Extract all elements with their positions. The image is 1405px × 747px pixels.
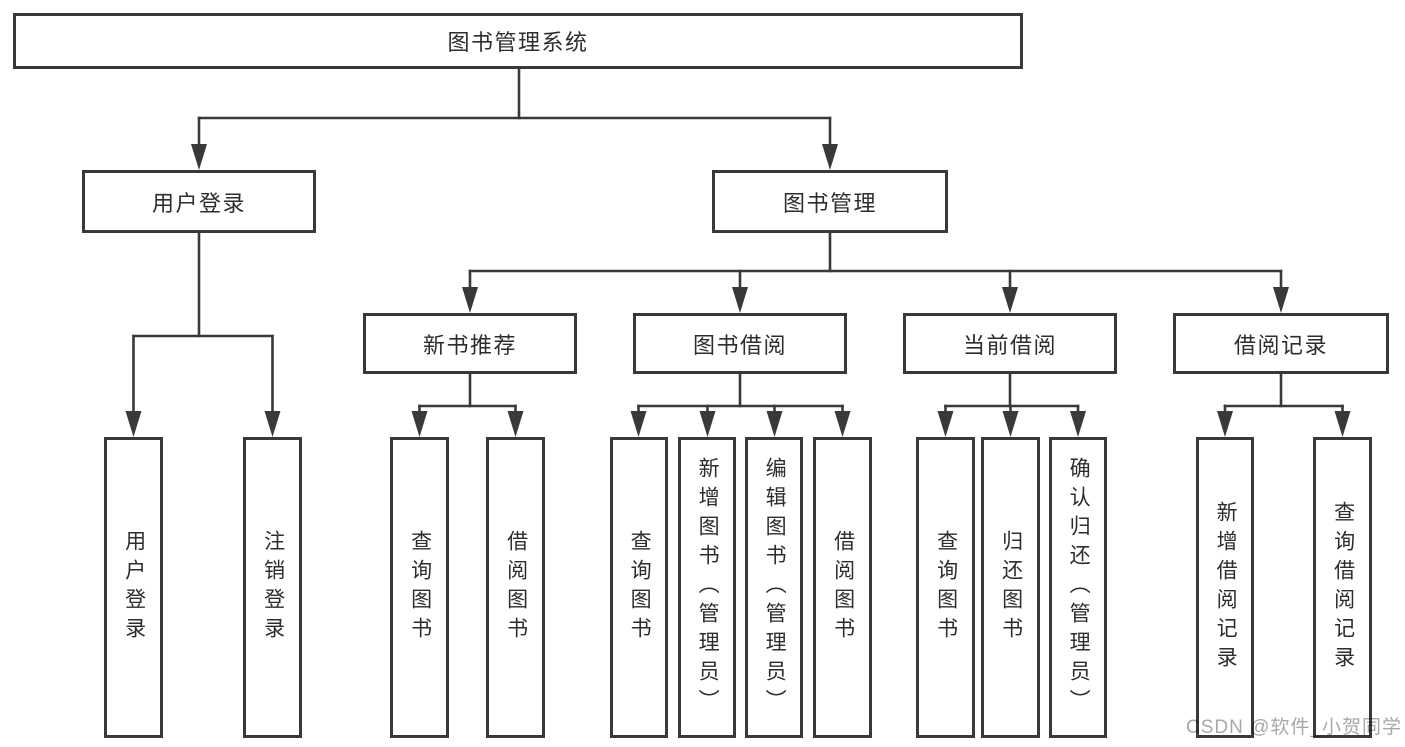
leaf-add-books-admin: 新增图书（管理员） [678,437,736,738]
leaf-borrow-books-2-label: 借阅图书 [831,529,855,646]
leaf-user-login-label: 用户登录 [122,529,146,646]
node-root: 图书管理系统 [13,13,1023,69]
node-new-book-recommend: 新书推荐 [363,313,577,374]
node-book-borrow: 图书借阅 [633,313,847,374]
node-book-management: 图书管理 [712,170,948,233]
leaf-query-books-3: 查询图书 [916,437,975,738]
leaf-borrow-books-1: 借阅图书 [486,437,545,738]
leaf-query-books-1: 查询图书 [390,437,449,738]
leaf-edit-books-admin-label: 编辑图书（管理员） [763,457,787,718]
node-root-label: 图书管理系统 [447,30,589,55]
leaf-confirm-return-admin: 确认归还（管理员） [1049,437,1107,738]
leaf-add-borrow-record: 新增借阅记录 [1196,437,1254,738]
leaf-logout-label: 注销登录 [261,529,285,646]
leaf-logout: 注销登录 [243,437,302,738]
node-book-borrow-label: 图书借阅 [692,332,787,358]
leaf-add-borrow-record-label: 新增借阅记录 [1214,500,1238,675]
leaf-borrow-books-2: 借阅图书 [813,437,872,738]
csdn-watermark: CSDN @软件_小贺同学 [1186,717,1402,738]
node-user-login: 用户登录 [82,170,316,233]
leaf-query-books-3-label: 查询图书 [934,529,958,646]
leaf-query-books-2: 查询图书 [610,437,668,738]
leaf-return-books: 归还图书 [981,437,1040,738]
arrowheads [125,144,1351,437]
leaf-confirm-return-admin-label: 确认归还（管理员） [1067,457,1091,718]
node-current-borrow-label: 当前借阅 [962,332,1057,358]
node-new-book-recommend-label: 新书推荐 [422,332,517,358]
leaf-add-books-admin-label: 新增图书（管理员） [696,457,720,718]
leaf-query-books-1-label: 查询图书 [408,529,432,646]
node-user-login-label: 用户登录 [151,190,246,216]
leaf-borrow-books-1-label: 借阅图书 [504,529,528,646]
leaf-query-borrow-record: 查询借阅记录 [1313,437,1372,738]
leaf-query-borrow-record-label: 查询借阅记录 [1331,500,1355,675]
node-book-management-label: 图书管理 [782,190,877,216]
leaf-edit-books-admin: 编辑图书（管理员） [745,437,803,738]
node-borrow-record-label: 借阅记录 [1233,332,1328,358]
leaf-user-login: 用户登录 [104,437,163,738]
leaf-return-books-label: 归还图书 [999,529,1023,646]
leaf-query-books-2-label: 查询图书 [628,529,652,646]
node-current-borrow: 当前借阅 [903,313,1117,374]
node-borrow-record: 借阅记录 [1173,313,1389,374]
